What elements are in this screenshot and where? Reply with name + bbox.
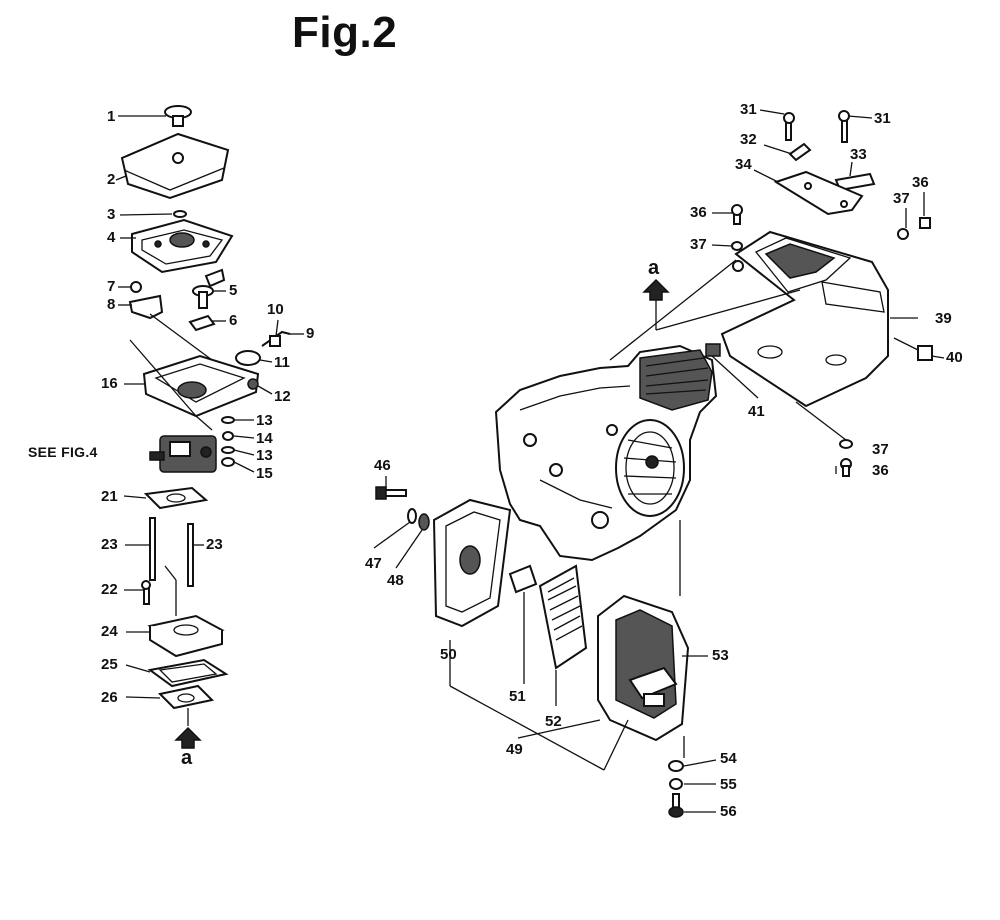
callout-49: 49 [506,741,523,758]
callout-41: 41 [748,403,765,420]
callout-4: 4 [107,229,116,246]
part-screw-31-left [785,121,792,141]
callout-36-left: 36 [690,204,707,221]
see-fig-4-reference: SEE FIG.4 [28,444,98,460]
callout-40: 40 [946,349,963,366]
part-knob [164,105,192,127]
part-muffler-body [597,594,690,742]
callout-37-left: 37 [690,236,707,253]
callout-33: 33 [850,146,867,163]
part-stud-left [149,517,156,581]
part-air-filter-cover [120,132,230,200]
callout-51: 51 [509,688,526,705]
part-disc [235,350,261,366]
part-nut [130,281,142,293]
callout-50: 50 [440,646,457,663]
part-filter-element [131,218,234,274]
callout-13-lower: 13 [256,447,273,464]
part-washer-48 [418,513,430,531]
part-nut-12 [247,378,259,390]
callout-8: 8 [107,296,116,313]
callout-3: 3 [107,206,116,223]
part-nut-40 [917,345,933,361]
part-washer-47 [407,508,417,524]
callout-9: 9 [306,325,315,342]
callout-24: 24 [101,623,118,640]
callout-54: 54 [720,750,737,767]
callout-37-bottom: 37 [872,441,889,458]
callout-52: 52 [545,713,562,730]
part-washer-37-right [897,228,909,240]
callout-13-upper: 13 [256,412,273,429]
arrow-a-left-label: a [181,747,193,769]
part-spacer-51 [508,564,538,594]
callout-26: 26 [101,689,118,706]
callout-6: 6 [229,312,238,329]
part-gasket-21 [143,486,209,510]
callout-31-left: 31 [740,101,757,118]
callout-39: 39 [935,310,952,327]
figure-title: Fig.2 [292,8,398,57]
part-spark-screen [538,564,588,670]
callout-23-right: 23 [206,536,223,553]
part-washer-54 [668,760,684,772]
arrow-a-right-icon [642,278,670,301]
callout-25: 25 [101,656,118,673]
part-clip [269,335,281,347]
arrow-a-left-icon [174,726,202,749]
part-bolt-56 [668,793,684,818]
part-block-41 [705,343,721,357]
part-bolt-46 [375,486,407,500]
part-stud-right [187,523,194,587]
callout-56: 56 [720,803,737,820]
part-plate [188,314,216,332]
part-choke-lever [192,268,226,309]
callout-14: 14 [256,430,273,447]
callout-7: 7 [107,278,116,295]
part-bracket [128,294,164,320]
part-insulator [147,614,225,658]
callout-2: 2 [107,171,116,188]
callout-16: 16 [101,375,118,392]
callout-1: 1 [107,108,116,125]
callout-48: 48 [387,572,404,589]
part-gasket-26 [157,684,215,710]
callout-55: 55 [720,776,737,793]
part-screw-36-right [919,217,931,229]
arrow-a-right-label: a [648,257,660,279]
part-air-filter-base [142,354,260,418]
callout-12: 12 [274,388,291,405]
callout-37-right: 37 [893,190,910,207]
callout-5: 5 [229,282,238,299]
part-link-rod [261,330,291,347]
callout-34: 34 [735,156,752,173]
part-screw-31-right [841,119,848,143]
callout-46: 46 [374,457,391,474]
part-bracket-32 [788,142,812,162]
part-washer-55 [669,778,683,790]
callout-36-right: 36 [912,174,929,191]
callout-36-bottom: 36 [872,462,889,479]
callout-31-right: 31 [874,110,891,127]
callout-53: 53 [712,647,729,664]
part-crankcase [494,344,718,562]
callout-21: 21 [101,488,118,505]
callout-11: 11 [274,354,290,371]
part-washer-37-left [731,241,743,251]
callout-32: 32 [740,131,757,148]
part-carburetor [149,435,217,473]
part-o-ring [173,210,187,218]
callout-10: 10 [267,301,284,318]
part-engine-cover [720,230,889,408]
part-muffler-cover [432,498,512,628]
part-washer-37-bottom [839,439,853,449]
callout-23-left: 23 [101,536,118,553]
callout-47: 47 [365,555,382,572]
callout-22: 22 [101,581,118,598]
callout-15: 15 [256,465,273,482]
